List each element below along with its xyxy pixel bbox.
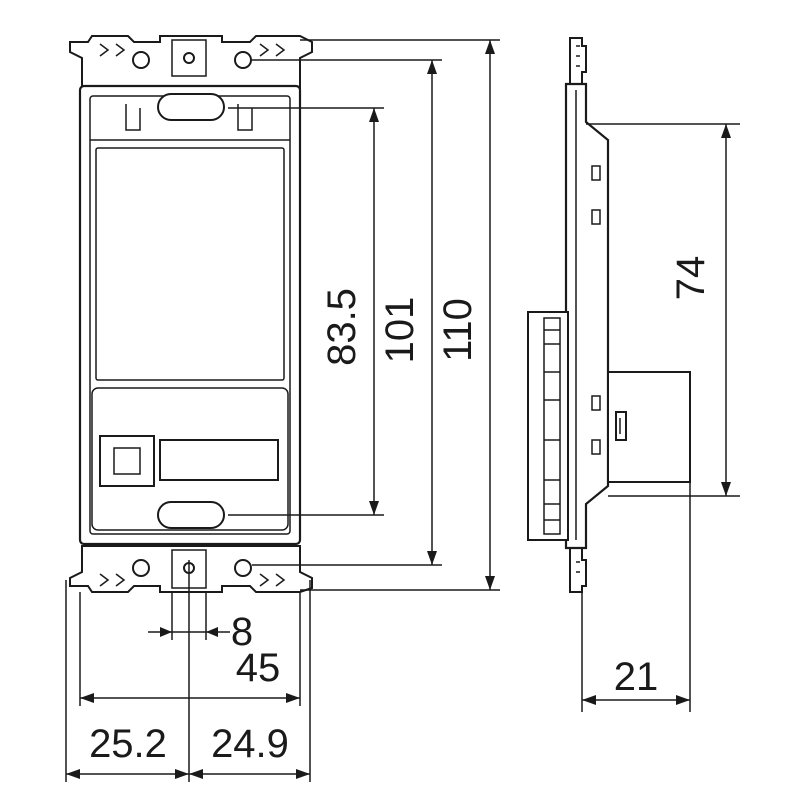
arrow-25-2-right bbox=[175, 769, 189, 779]
side-strap-bottom bbox=[569, 547, 587, 593]
housing-slot-1 bbox=[591, 165, 601, 181]
side-strap-top bbox=[569, 37, 587, 85]
arrow-21-left bbox=[582, 695, 596, 705]
arrow-45-left bbox=[80, 693, 94, 703]
sensor-window-outer bbox=[99, 435, 155, 487]
label-83-5: 83.5 bbox=[320, 288, 364, 366]
top-left-screw-hole bbox=[132, 51, 150, 69]
side-view bbox=[527, 37, 691, 593]
arrow-101-bottom bbox=[427, 551, 437, 565]
side-housing bbox=[564, 82, 610, 550]
side-face-plate bbox=[527, 311, 569, 541]
rear-terminal-clip bbox=[615, 411, 627, 441]
arrow-8-left bbox=[160, 627, 172, 637]
arrow-25-2-left bbox=[66, 769, 80, 779]
bottom-right-screw-hole bbox=[234, 559, 252, 577]
housing-slot-3 bbox=[591, 395, 601, 411]
arrow-45-right bbox=[286, 693, 300, 703]
housing-slot-4 bbox=[591, 439, 601, 455]
bottom-slot bbox=[157, 501, 225, 529]
label-110: 110 bbox=[436, 298, 480, 362]
arrow-83-5-top bbox=[369, 108, 379, 122]
arrow-74-bottom bbox=[721, 482, 731, 496]
arrow-8-right bbox=[206, 627, 218, 637]
side-dimensions: 74 21 bbox=[581, 123, 740, 712]
top-latch-left bbox=[125, 104, 141, 131]
sensor-window-inner bbox=[113, 447, 141, 475]
label-25-2: 25.2 bbox=[89, 722, 167, 766]
top-center-tab bbox=[171, 39, 207, 77]
bottom-strap-notches bbox=[99, 573, 286, 587]
arrow-24-9-left bbox=[189, 769, 203, 779]
front-view bbox=[69, 35, 313, 593]
arrow-74-top bbox=[721, 124, 731, 138]
arrow-83-5-bottom bbox=[369, 501, 379, 515]
arrow-110-top bbox=[485, 40, 495, 54]
front-dimensions: 83.5 101 110 8 45 25.2 24.9 bbox=[65, 39, 500, 782]
indicator-label-area bbox=[159, 439, 279, 481]
label-74: 74 bbox=[669, 256, 713, 301]
top-center-hole bbox=[183, 52, 195, 64]
top-latch-right bbox=[237, 104, 253, 131]
arrow-21-right bbox=[676, 695, 690, 705]
arrow-101-top bbox=[427, 60, 437, 74]
housing-slot-2 bbox=[591, 209, 601, 225]
label-8: 8 bbox=[231, 610, 253, 654]
sensor-panel bbox=[91, 387, 289, 531]
arrow-24-9-right bbox=[296, 769, 310, 779]
switch-body bbox=[78, 84, 302, 546]
label-21: 21 bbox=[614, 655, 659, 699]
label-24-9: 24.9 bbox=[211, 722, 289, 766]
top-strap-notches bbox=[99, 43, 286, 57]
side-face-plate-inner bbox=[543, 317, 561, 535]
top-slot bbox=[157, 93, 225, 121]
label-45: 45 bbox=[236, 646, 281, 690]
bottom-left-screw-hole bbox=[132, 559, 150, 577]
arrow-110-bottom bbox=[485, 576, 495, 590]
top-right-screw-hole bbox=[234, 51, 252, 69]
face-plate bbox=[95, 147, 285, 381]
label-101: 101 bbox=[378, 297, 422, 364]
